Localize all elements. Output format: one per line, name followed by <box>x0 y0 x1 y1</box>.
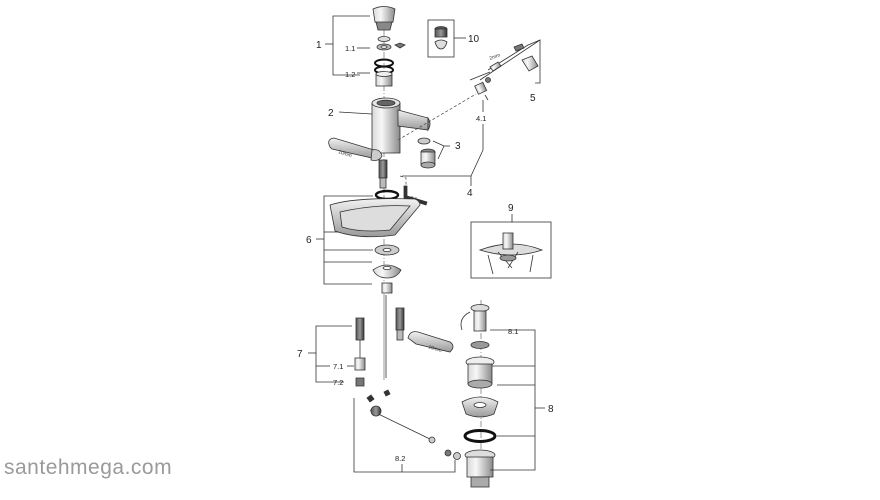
callout-7: 7 <box>297 349 303 360</box>
drain-flange <box>465 356 495 389</box>
fixing-set-9 <box>478 232 544 275</box>
detail-frame-9 <box>470 221 552 279</box>
callout-4-bracket <box>402 100 484 186</box>
mounting-plate <box>329 198 421 238</box>
drain-seal <box>470 341 490 349</box>
support-washer <box>374 244 400 256</box>
callout-1-2: 1.2 <box>345 70 355 79</box>
drain-o-ring <box>463 429 497 443</box>
callout-4: 4 <box>467 188 473 199</box>
watermark-text: santehmega.com <box>4 456 173 479</box>
horseshoe-washer <box>372 264 402 279</box>
drain-body <box>464 449 496 488</box>
callout-6: 6 <box>306 235 312 246</box>
o-ring-base <box>374 189 400 201</box>
hose-right <box>395 307 405 341</box>
callout-4-1: 4.1 <box>476 114 486 123</box>
popup-rod-dashed <box>397 93 477 141</box>
callout-1-bracket <box>325 15 370 76</box>
lever-assembly <box>469 39 541 81</box>
o-ring-small <box>377 36 391 42</box>
wrench-19mm-label: 19mm <box>427 344 442 354</box>
callout-10: 10 <box>468 34 480 45</box>
hose-left <box>354 317 366 387</box>
callout-5-bracket <box>479 39 541 84</box>
mounting-nut <box>381 282 393 294</box>
wrench-19mm <box>407 331 454 353</box>
aerator-washer <box>417 137 431 145</box>
callout-1: 1 <box>316 40 322 51</box>
aerator-part-10 <box>434 26 448 50</box>
callout-6-bracket <box>316 195 373 285</box>
drain-gasket <box>461 396 499 418</box>
faucet-body <box>371 97 431 154</box>
callout-8-2: 8.2 <box>395 454 405 463</box>
aerator-insert <box>420 148 436 169</box>
callout-1-1: 1.1 <box>345 44 355 53</box>
allen-key-size-label: 2mm <box>489 52 502 61</box>
callout-3: 3 <box>455 141 461 152</box>
drain-pivot-rod <box>366 389 461 460</box>
threaded-stem-upper <box>378 159 388 189</box>
rod-clip-4-1 <box>474 77 491 101</box>
detail-frame-10 <box>427 19 455 58</box>
callout-3-bracket <box>432 140 450 160</box>
callout-8-1: 8.1 <box>508 327 518 336</box>
callout-7-bracket <box>308 325 354 383</box>
callout-7-1: 7.1 <box>333 362 343 371</box>
drain-plug <box>460 304 490 332</box>
callout-8-2-bracket <box>353 398 456 473</box>
cartridge-cap <box>372 6 396 31</box>
cartridge-body <box>375 71 393 87</box>
callout-5: 5 <box>530 93 536 104</box>
callout-2-leader <box>338 111 373 115</box>
wrench-10mm-label: 10mm <box>337 149 352 159</box>
callout-9: 9 <box>508 203 514 214</box>
callout-8: 8 <box>548 404 554 415</box>
callout-2: 2 <box>328 108 334 119</box>
wrench-10mm <box>328 137 383 161</box>
callout-7-2: 7.2 <box>333 378 343 387</box>
callout-8-bracket <box>490 329 545 471</box>
seal-ring-1-1 <box>376 42 406 51</box>
